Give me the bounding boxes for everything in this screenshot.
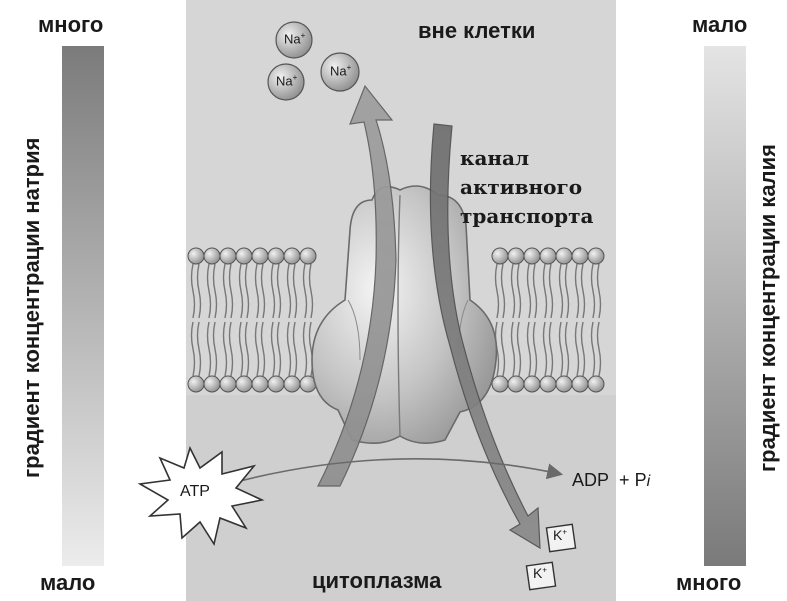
sodium-bottom-label: мало	[40, 570, 95, 596]
sodium-ion-label-2: Na+	[276, 73, 297, 88]
sodium-ion-label-3: Na+	[330, 63, 351, 78]
potassium-ion-label-2: K+	[533, 565, 547, 581]
potassium-ion-label-1: K+	[553, 527, 567, 543]
potassium-gradient-label: градиент концентрации калия	[755, 138, 781, 478]
adp-label: ADP + Pi	[572, 470, 650, 491]
potassium-bottom-label: много	[676, 570, 741, 596]
channel-label: канал активного транспорта	[460, 144, 593, 231]
sodium-ion-label-1: Na+	[284, 31, 305, 46]
sodium-gradient-label: градиент концентрации натрия	[19, 138, 45, 478]
cytoplasm-label: цитоплазма	[312, 568, 441, 594]
sodium-top-label: много	[38, 12, 103, 38]
potassium-top-label: мало	[692, 12, 747, 38]
atp-label: ATP	[180, 483, 210, 501]
outside-cell-label: вне клетки	[418, 18, 535, 44]
